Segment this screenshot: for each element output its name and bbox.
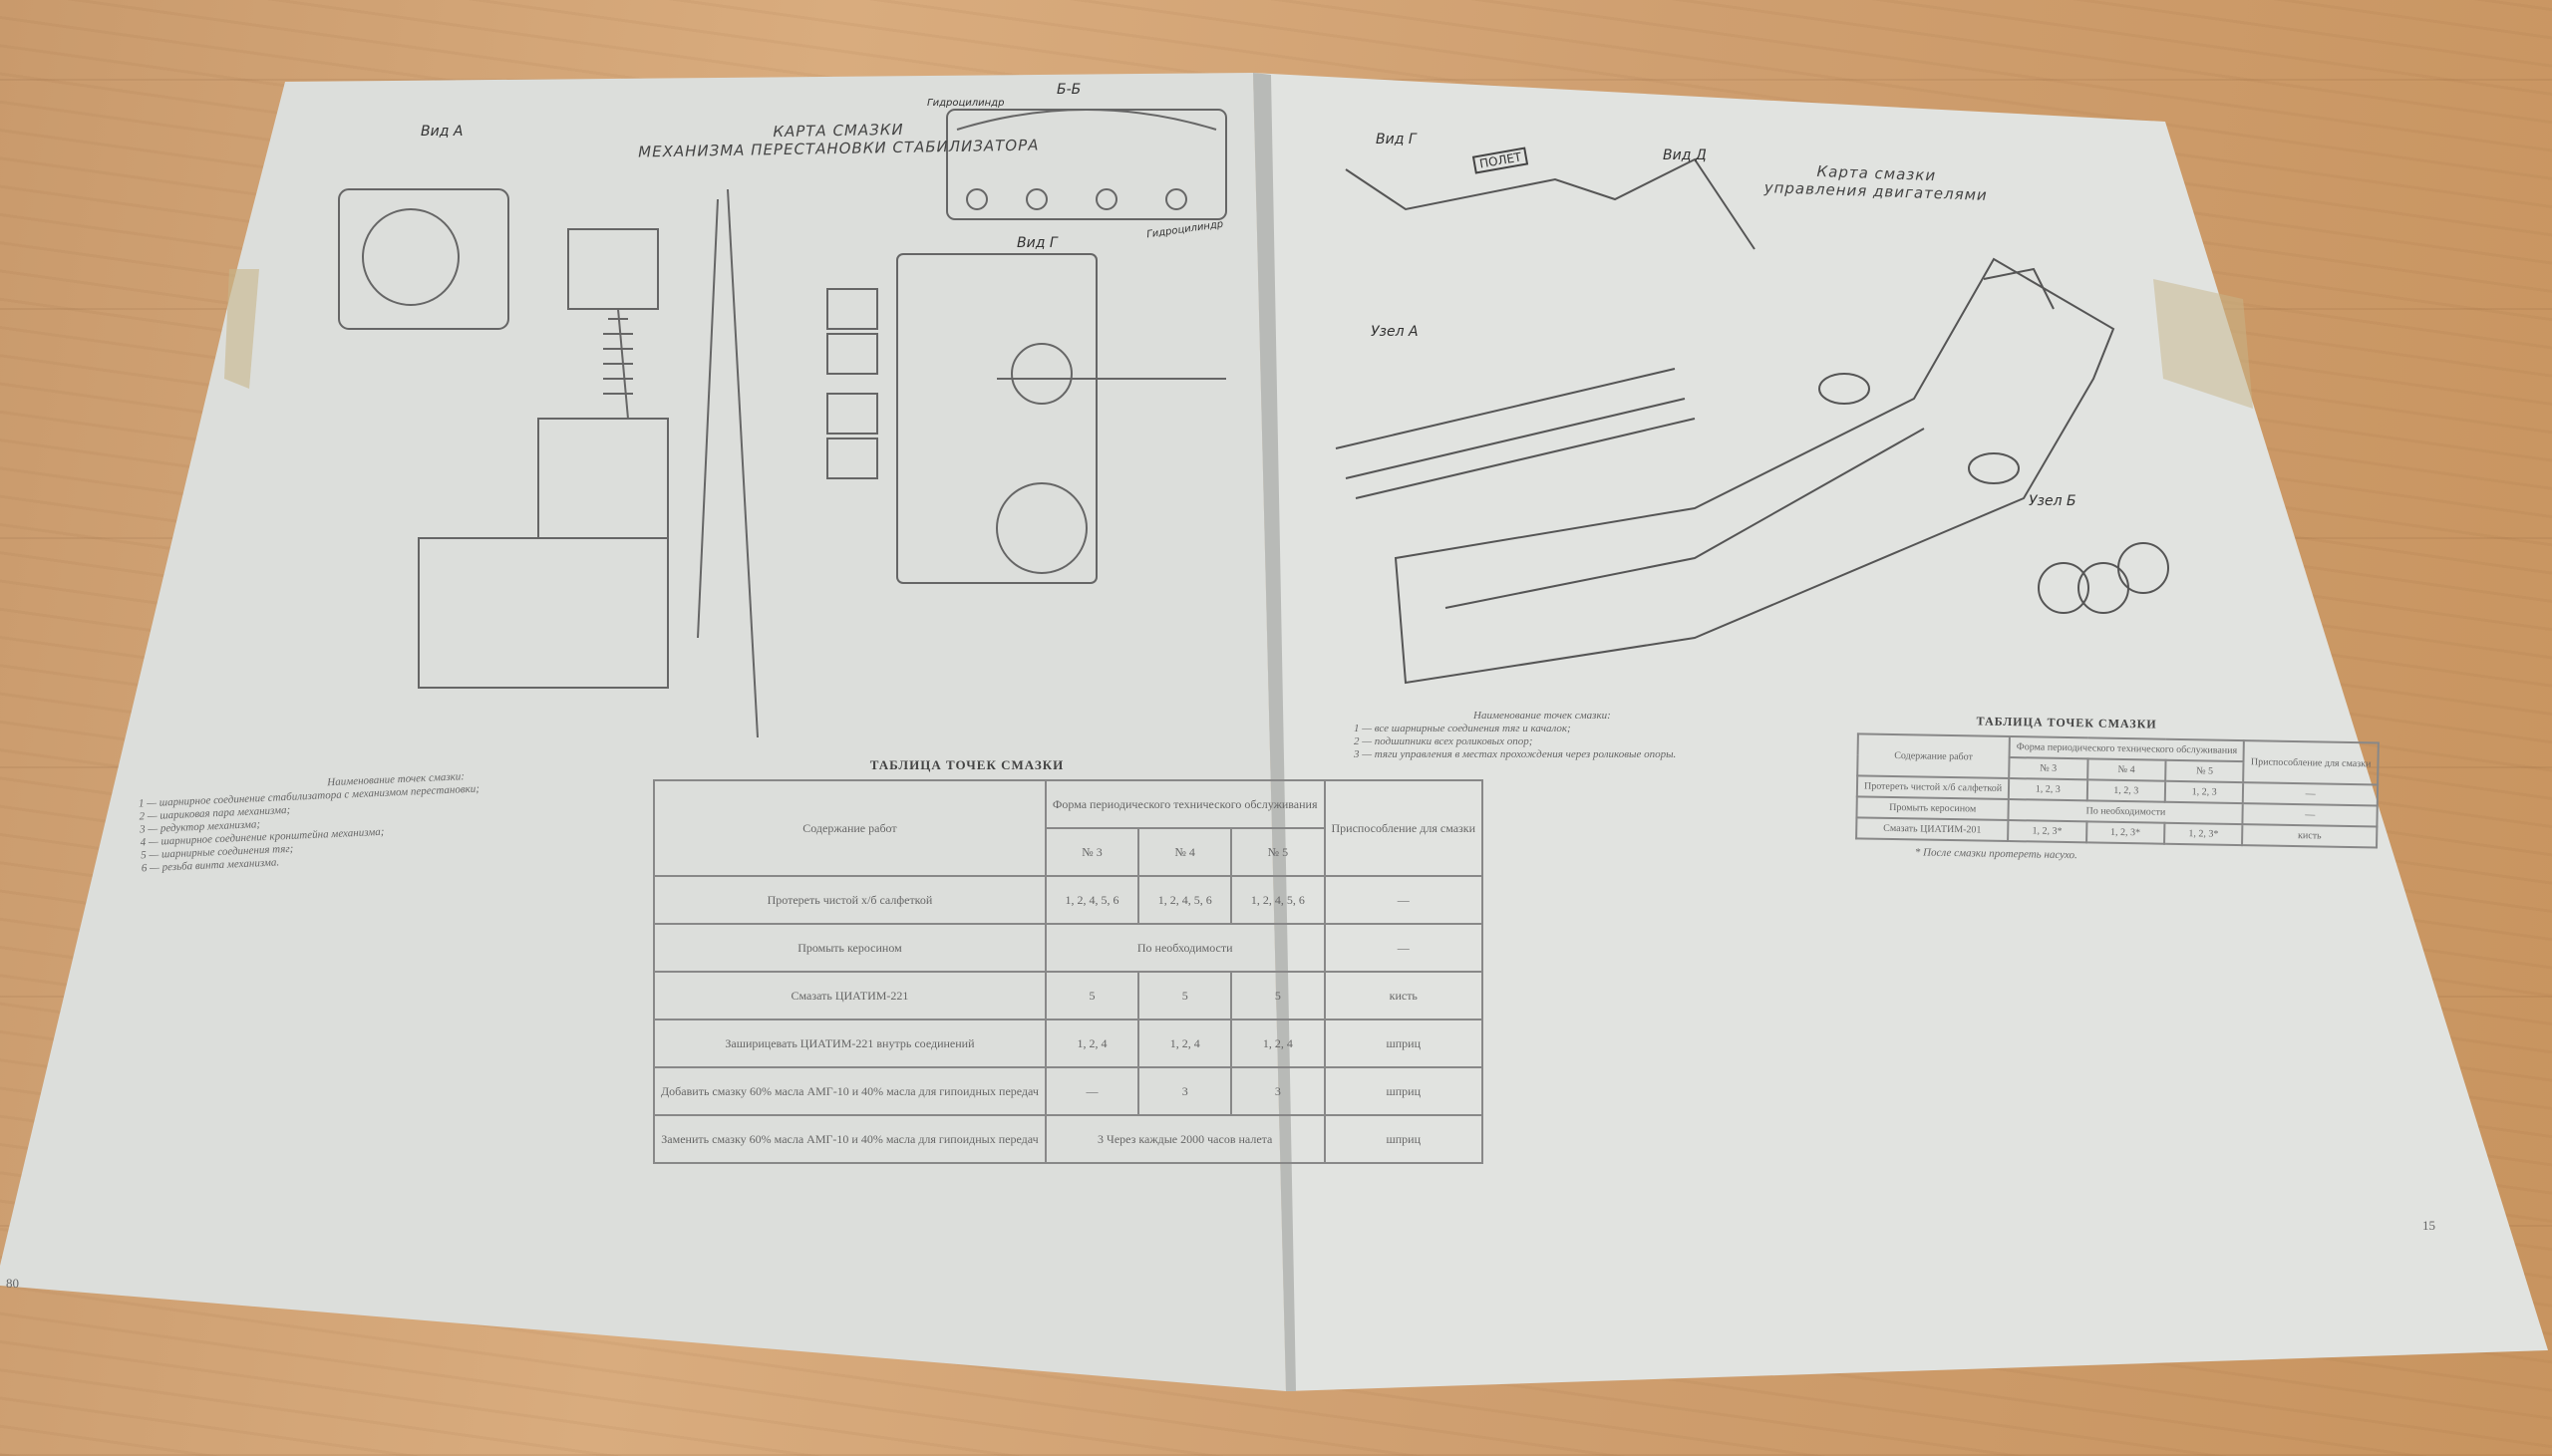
cell-tool: шприц — [1323, 1114, 1484, 1164]
cell-span: По необходимости — [1044, 923, 1326, 973]
cell-work: Смазать ЦИАТИМ-201 — [1856, 817, 2009, 841]
header-tool: Приспособление для смазки — [1323, 779, 1484, 877]
engine-control-drawing — [1335, 157, 2169, 685]
cell-points: 1, 2, 4, 5, 6 — [1230, 875, 1326, 925]
page-number-left: 80 — [6, 1276, 19, 1291]
cell-span: 3 Через каждые 2000 часов налета — [1044, 1114, 1326, 1164]
cell-points: 1, 2, 4 — [1137, 1019, 1233, 1068]
tape-stain-right — [2153, 279, 2253, 409]
cell-points: 1, 2, 4, 5, 6 — [1044, 875, 1140, 925]
header-form-number: № 3 — [1044, 827, 1140, 877]
cell-tool: — — [1323, 875, 1484, 925]
label-node-b: Узел Б — [2029, 493, 2076, 509]
header-form: Форма периодического технического обслуж… — [1044, 779, 1326, 829]
page-number-right: 15 — [2422, 1218, 2435, 1233]
cell-work: Промыть керосином — [1856, 796, 2009, 821]
header-work: Содержание работ — [653, 779, 1047, 877]
label-view-g-right: Вид Г — [1376, 132, 1417, 147]
cell-work: Заширицевать ЦИАТИМ-221 внутрь соединени… — [653, 1019, 1047, 1068]
cell-points: 1, 2, 3* — [2008, 820, 2086, 843]
legend-item: 1 — все шарнирные соединения тяг и качал… — [1354, 723, 1571, 734]
label-node-a: Узел А — [1371, 324, 1419, 340]
right-page — [1253, 73, 2548, 1391]
right-legend: Наименование точек смазки: 1 — все шарни… — [1354, 710, 1676, 761]
table-title: ТАБЛИЦА ТОЧЕК СМАЗКИ — [869, 757, 1065, 772]
cell-work: Промыть керосином — [653, 923, 1047, 973]
left-legend: Наименование точек смазки: 1 — шарнирное… — [138, 770, 482, 876]
header-form-number: № 4 — [1137, 827, 1233, 877]
label-view-g: Вид Г — [1017, 235, 1058, 251]
label-view-d: Вид Д — [1663, 147, 1707, 163]
header-form-number: № 3 — [2009, 757, 2088, 780]
cell-points: 1, 2, 4 — [1230, 1019, 1326, 1068]
cell-points: 1, 2, 4, 5, 6 — [1137, 875, 1233, 925]
header-form-number: № 5 — [1230, 827, 1326, 877]
cell-points: 1, 2, 3 — [2164, 780, 2244, 804]
cell-points: 3 — [1230, 1066, 1326, 1116]
table-row: Заменить смазку 60% масла АМГ-10 и 40% м… — [653, 1114, 1484, 1164]
header-form-number: № 5 — [2165, 759, 2244, 783]
table-row: Заширицевать ЦИАТИМ-221 внутрь соединени… — [653, 1019, 1484, 1068]
cell-points: 1, 2, 3 — [2008, 778, 2087, 801]
cell-points: 5 — [1230, 971, 1326, 1020]
cell-tool: — — [2243, 782, 2379, 806]
cell-points: 5 — [1137, 971, 1233, 1020]
legend-title: Наименование точек смазки: — [1473, 710, 1611, 722]
tape-stain-left — [224, 269, 259, 389]
cell-tool: шприц — [1323, 1019, 1484, 1068]
cell-work: Протереть чистой х/б салфеткой — [653, 875, 1047, 925]
left-page-title: КАРТА СМАЗКИ МЕХАНИЗМА ПЕРЕСТАНОВКИ СТАБ… — [638, 118, 1040, 161]
view-g-drawing — [826, 253, 1226, 584]
cell-work: Протереть чистой х/б салфеткой — [1856, 775, 2010, 800]
cell-tool: кисть — [1323, 971, 1484, 1020]
section-bb-drawing — [946, 109, 1227, 220]
cell-points: 1, 2, 4 — [1044, 1019, 1140, 1068]
table-row: Добавить смазку 60% масла АМГ-10 и 40% м… — [653, 1066, 1484, 1116]
cell-points: 3 — [1137, 1066, 1233, 1116]
header-tool: Приспособление для смазки — [2243, 740, 2379, 785]
label-section-bb: Б-Б — [1057, 82, 1082, 98]
cell-points: 5 — [1044, 971, 1140, 1020]
cell-tool: кисть — [2242, 824, 2378, 848]
legend-item: 2 — подшипники всех роликовых опор; — [1354, 735, 1533, 747]
label-hydrocylinder-1: Гидроцилиндр — [927, 98, 1005, 109]
stabilizer-mechanism-drawing — [338, 188, 759, 738]
cell-work: Добавить смазку 60% масла АМГ-10 и 40% м… — [653, 1066, 1047, 1116]
cell-tool: — — [1323, 923, 1484, 973]
cell-work: Смазать ЦИАТИМ-221 — [653, 971, 1047, 1020]
left-page — [0, 73, 1286, 1391]
cell-points: 1, 2, 3* — [2085, 821, 2165, 844]
cell-tool: — — [2242, 803, 2378, 827]
header-form-number: № 4 — [2086, 758, 2166, 781]
cell-points: — — [1044, 1066, 1140, 1116]
legend-item: 3 — тяги управления в местах прохождения… — [1354, 748, 1677, 760]
cell-points: 1, 2, 3 — [2086, 779, 2166, 802]
cell-work: Заменить смазку 60% масла АМГ-10 и 40% м… — [653, 1114, 1047, 1164]
header-work: Содержание работ — [1857, 733, 2011, 779]
cell-points: 1, 2, 3* — [2164, 822, 2243, 846]
label-view-a: Вид А — [421, 124, 464, 140]
cell-tool: шприц — [1323, 1066, 1484, 1116]
